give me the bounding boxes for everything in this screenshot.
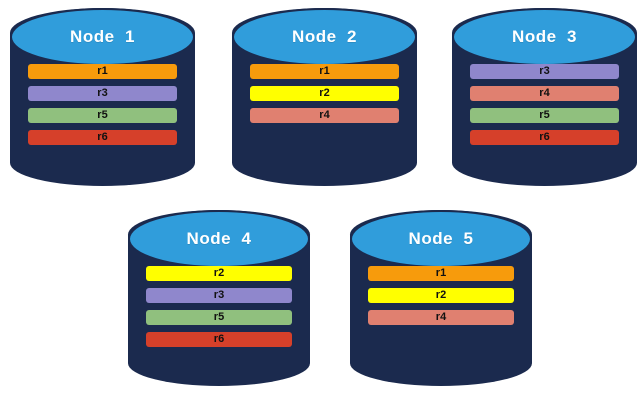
shard-bar[interactable]: r6 [146, 332, 292, 347]
shard-list: r1 r3 r5 r6 [10, 64, 195, 145]
node-label: Node 1 [70, 27, 135, 46]
database-node[interactable]: Node 5 r1 r2 r4 [350, 210, 532, 386]
shard-label: r1 [319, 65, 330, 77]
shard-label: r3 [213, 289, 225, 301]
shard-label: r6 [213, 333, 225, 345]
shard-bar[interactable]: r1 [250, 64, 399, 79]
shard-bar[interactable]: r5 [28, 108, 177, 123]
database-node[interactable]: Node 2 r1 r2 r4 [232, 8, 417, 186]
shard-label: r4 [435, 311, 447, 323]
node-label: Node 4 [186, 229, 252, 248]
shard-label: r2 [213, 267, 225, 279]
shard-label: r5 [97, 109, 108, 121]
shard-bar[interactable]: r4 [250, 108, 399, 123]
node-label: Node 3 [512, 27, 577, 46]
shard-bar[interactable]: r6 [470, 130, 619, 145]
shard-bar[interactable]: r5 [146, 310, 292, 325]
shard-label: r4 [319, 109, 330, 121]
shard-list: r2 r3 r5 r6 [128, 266, 310, 347]
shard-bar[interactable]: r3 [470, 64, 619, 79]
shard-bar[interactable]: r3 [146, 288, 292, 303]
shard-bar[interactable]: r1 [28, 64, 177, 79]
shard-list: r1 r2 r4 [350, 266, 532, 325]
shard-bar[interactable]: r3 [28, 86, 177, 101]
cylinder-top-ellipse [452, 8, 637, 66]
shard-bar[interactable]: r2 [368, 288, 514, 303]
shard-list: r3 r4 r5 r6 [452, 64, 637, 145]
shard-list: r1 r2 r4 [232, 64, 417, 123]
shard-label: r3 [539, 65, 550, 77]
cylinder-top-ellipse [350, 210, 532, 268]
database-node[interactable]: Node 1 r1 r3 r5 r6 [10, 8, 195, 186]
shard-label: r1 [435, 267, 447, 279]
database-node[interactable]: Node 3 r3 r4 r5 r6 [452, 8, 637, 186]
shard-label: r1 [97, 65, 108, 77]
shard-label: r4 [539, 87, 550, 99]
shard-bar[interactable]: r2 [146, 266, 292, 281]
node-label: Node 2 [292, 27, 357, 46]
database-node[interactable]: Node 4 r2 r3 r5 r6 [128, 210, 310, 386]
shard-label: r6 [539, 131, 550, 143]
node-label: Node 5 [408, 229, 474, 248]
shard-label: r5 [539, 109, 550, 121]
shard-bar[interactable]: r1 [368, 266, 514, 281]
shard-bar[interactable]: r4 [470, 86, 619, 101]
cylinder-top-ellipse [10, 8, 195, 66]
shard-bar[interactable]: r4 [368, 310, 514, 325]
shard-label: r2 [319, 87, 330, 99]
shard-label: r5 [213, 311, 225, 323]
shard-bar[interactable]: r2 [250, 86, 399, 101]
shard-label: r2 [435, 289, 447, 301]
shard-bar[interactable]: r6 [28, 130, 177, 145]
shard-bar[interactable]: r5 [470, 108, 619, 123]
shard-label: r3 [97, 87, 108, 99]
shard-label: r6 [97, 131, 108, 143]
